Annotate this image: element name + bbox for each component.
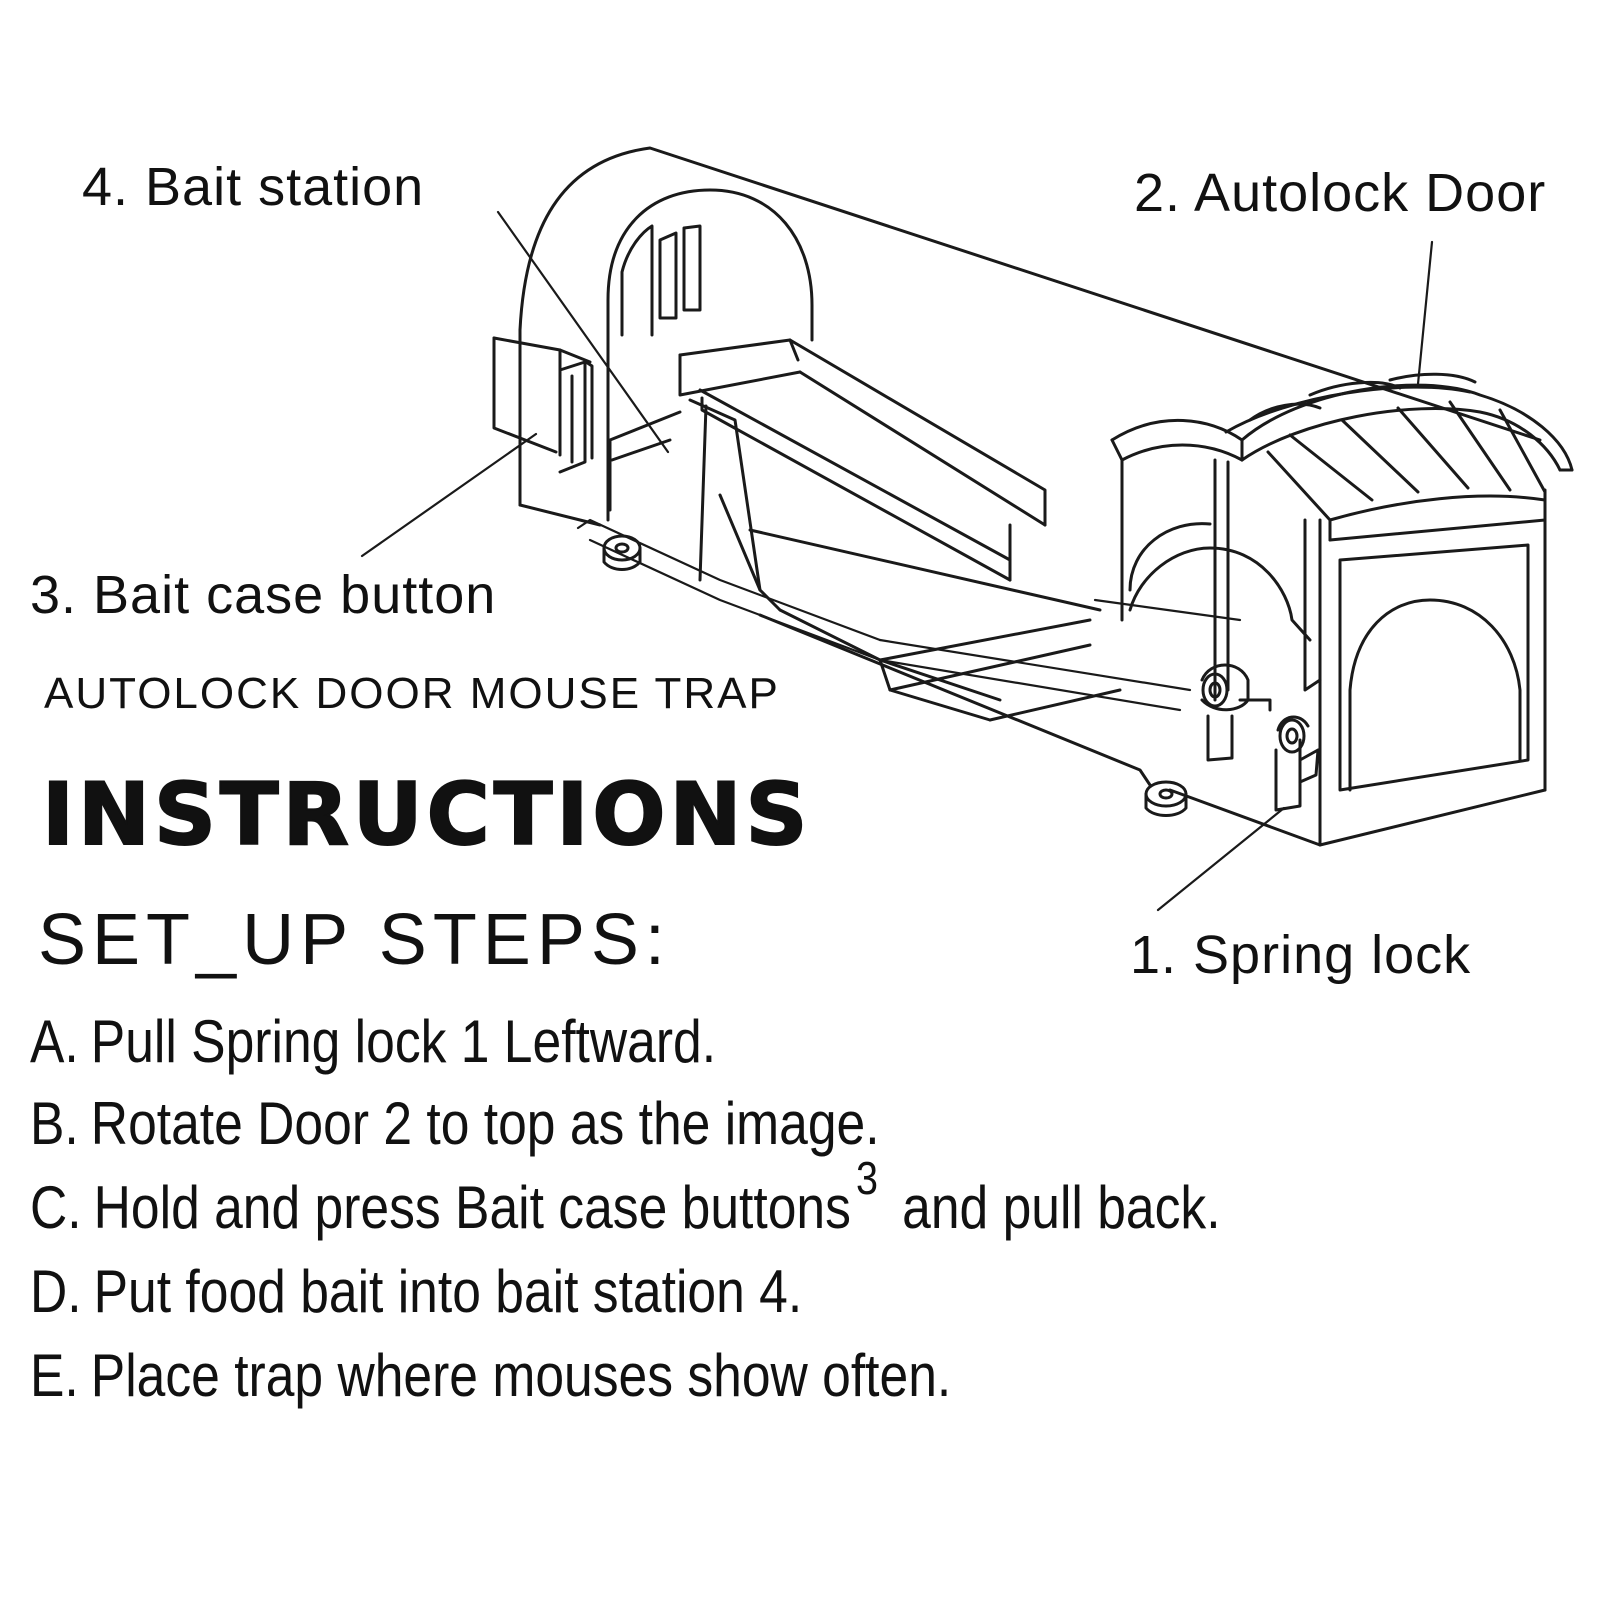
step-letter: A. — [30, 1008, 79, 1075]
leader-autolock-door — [1416, 240, 1434, 386]
leader-spring-lock — [1156, 806, 1286, 912]
step-text: Hold and press Bait case buttons — [93, 1174, 851, 1241]
center-rail — [678, 338, 1047, 582]
trigger-plate — [688, 398, 1122, 722]
step-superscript: 3 — [856, 1152, 879, 1204]
leader-bait-station — [496, 210, 670, 454]
trap-body — [518, 146, 1547, 847]
callout-autolock-door: 2. Autolock Door — [1134, 163, 1547, 223]
step-text: Pull Spring lock 1 Leftward. — [90, 1008, 717, 1075]
step-letter: C. — [30, 1174, 82, 1241]
step-text-after: and pull back. — [902, 1174, 1221, 1241]
step-d: D.Put food bait into bait station 4. — [30, 1262, 802, 1322]
spring-lock — [1200, 663, 1320, 812]
step-text: Rotate Door 2 to top as the image. — [90, 1090, 880, 1157]
step-b: B.Rotate Door 2 to top as the image. — [30, 1094, 880, 1154]
bait-station-wall — [606, 188, 814, 522]
bait-case-button-box — [492, 336, 594, 474]
step-text: Put food bait into bait station 4. — [93, 1258, 803, 1325]
setup-steps-title: SET_UP STEPS: — [38, 900, 671, 980]
step-a: A.Pull Spring lock 1 Leftward. — [30, 1012, 716, 1072]
callout-bait-station: 4. Bait station — [82, 157, 425, 217]
step-letter: E. — [30, 1342, 79, 1409]
leader-bait-case-button — [360, 432, 538, 558]
instructions-title: INSTRUCTIONS — [41, 765, 812, 865]
product-name: AUTOLOCK DOOR MOUSE TRAP — [44, 669, 780, 718]
step-e: E.Place trap where mouses show often. — [30, 1346, 951, 1406]
callout-bait-case-button: 3. Bait case button — [30, 565, 497, 625]
front-opening — [1338, 543, 1530, 792]
callout-spring-lock: 1. Spring lock — [1130, 925, 1472, 985]
step-letter: B. — [30, 1090, 79, 1157]
autolock-door — [1110, 372, 1574, 702]
step-text: Place trap where mouses show often. — [90, 1342, 952, 1409]
leader-lines — [360, 210, 1434, 912]
step-letter: D. — [30, 1258, 82, 1325]
